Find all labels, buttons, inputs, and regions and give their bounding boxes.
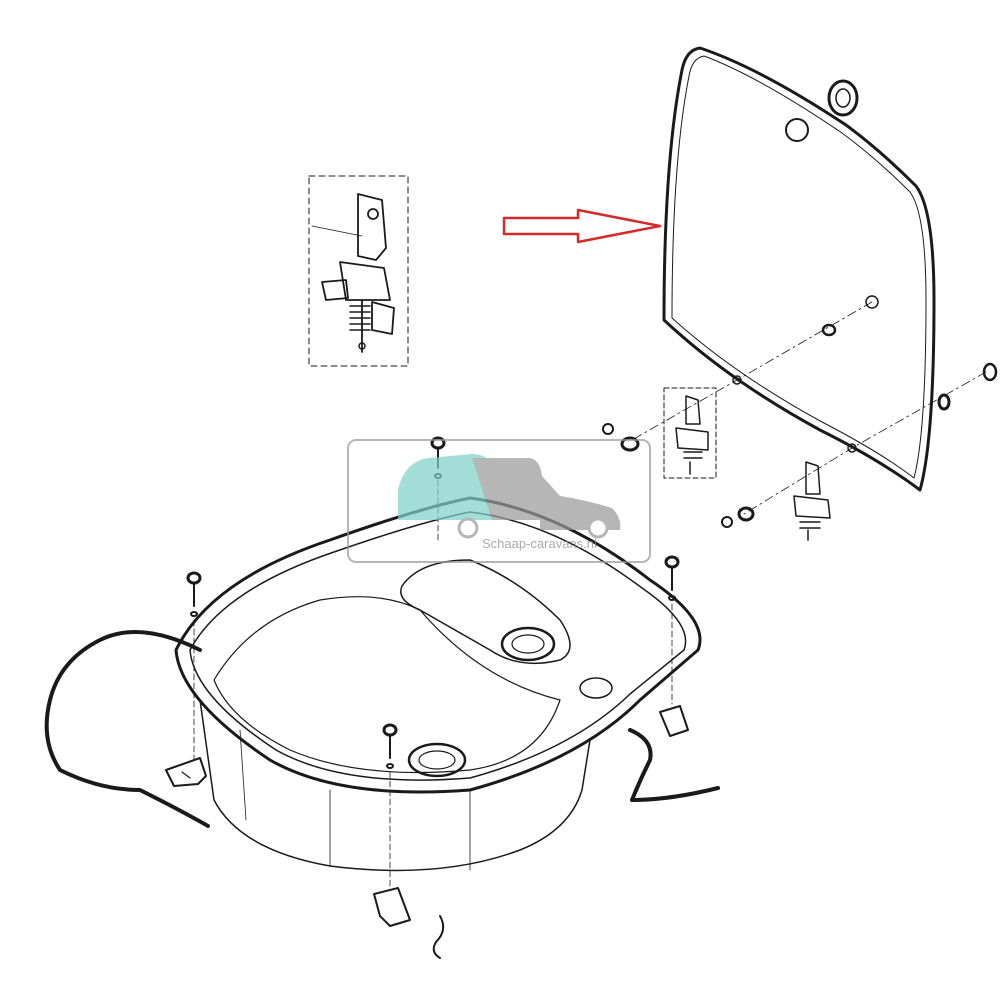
tap-hole	[579, 677, 613, 699]
spring-clip	[432, 915, 445, 959]
glass-lid	[631, 46, 998, 515]
drain-right	[500, 626, 556, 662]
mounting-clamps	[165, 705, 689, 959]
lid-handle-hole	[785, 118, 809, 142]
hinge-right	[602, 387, 717, 479]
lid-axis-lines	[631, 301, 987, 515]
drain-left	[407, 742, 467, 778]
watermark-text: Schaap-caravans.nl	[482, 536, 597, 551]
lid-knob	[827, 79, 859, 117]
watermark: Schaap-caravans.nl	[347, 439, 651, 563]
hinge-detail	[308, 175, 409, 367]
callout-arrow	[502, 208, 662, 244]
lid-outline	[662, 46, 936, 492]
rubber-seal	[44, 630, 720, 828]
sink-bowl-right	[400, 559, 571, 665]
sink-rim-outer	[174, 496, 702, 794]
screw-left	[186, 571, 202, 761]
sink-rim-inner	[189, 511, 687, 781]
sink-body	[199, 699, 591, 872]
hinge-left	[721, 461, 831, 541]
screw-right	[664, 555, 680, 705]
screw-front	[382, 723, 398, 887]
sink-bowl-left	[213, 596, 561, 774]
lid-inner-edge	[671, 55, 927, 479]
sink-basin	[174, 496, 702, 872]
camper-van-logo-icon	[398, 454, 621, 539]
